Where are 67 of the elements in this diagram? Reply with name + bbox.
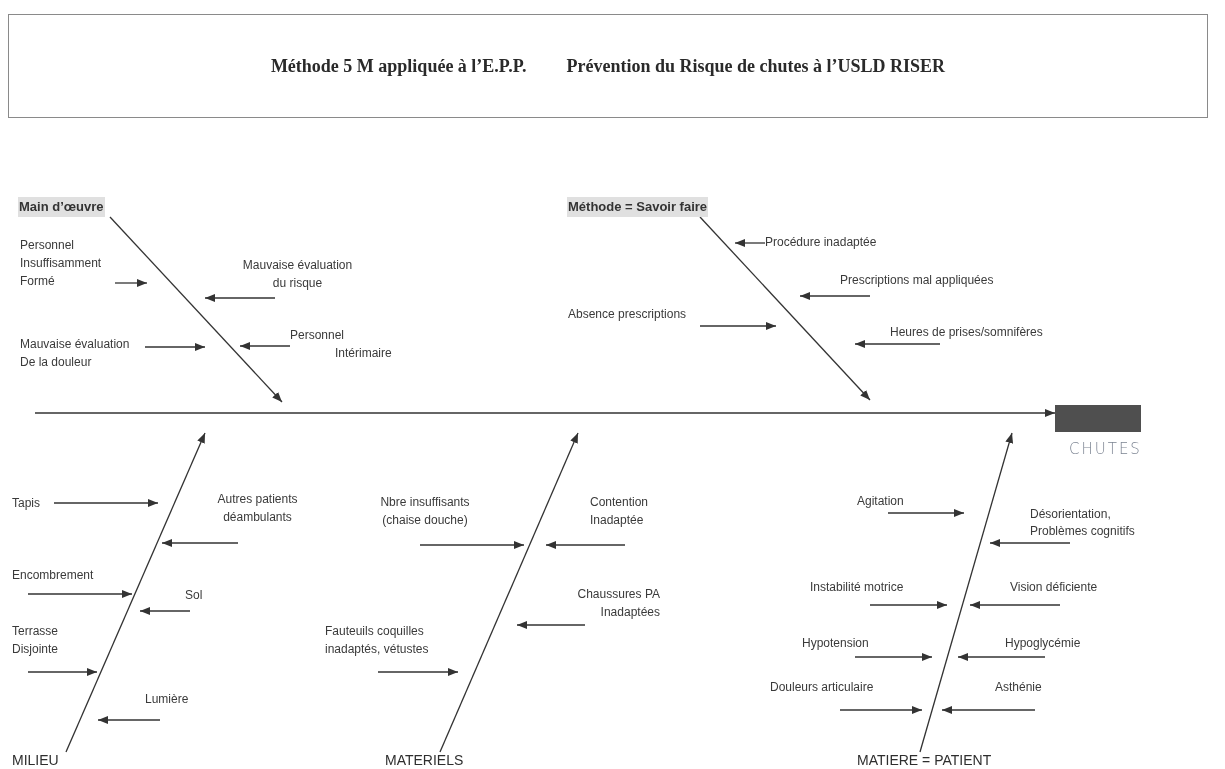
arrow [854,653,933,661]
arrow [989,539,1071,547]
cause-label: Prescriptions mal appliquées [840,272,995,289]
arrow [941,706,1036,714]
cause-label: Chaussures PA Inadaptées [576,586,660,621]
category-label: MATERIELS [385,752,465,768]
cause-label: Nbre insuffisants (chaise douche) [379,494,471,529]
title-text: Prévention du Risque de chutes à l’USLD RISER [566,55,946,77]
arrow [139,607,191,615]
arrow [516,621,586,629]
arrow [699,216,871,401]
cause-label: Terrasse Disjointe [12,623,60,658]
cause-label: Hypoglycémie [1005,635,1082,652]
arrow [65,432,206,753]
arrow [799,292,871,300]
arrow [109,216,283,403]
arrow [161,539,239,547]
cause-label: Vision déficiente [1010,579,1099,596]
arrow [114,279,148,287]
category-label: Main d’œuvre [18,197,105,217]
arrow [699,322,777,330]
cause-label: Lumière [145,691,190,708]
arrow [419,541,525,549]
arrow [969,601,1061,609]
arrow [97,716,161,724]
arrow [204,294,276,302]
cause-label: Tapis [12,495,41,512]
cause-label: Asthénie [995,679,1043,696]
arrow [377,668,459,676]
cause-label: Douleurs articulaire [770,679,875,696]
arrow [439,432,579,753]
cause-label: Contention Inadaptée [590,494,650,529]
cause-label: Absence prescriptions [568,306,688,323]
title-text: Méthode 5 M appliquée à l’E.P.P. [270,55,527,77]
arrow [239,342,291,350]
cause-label: Désorientation, Problèmes cognitifs [1030,506,1136,540]
arrow [545,541,626,549]
cause-label: Mauvaise évaluation De la douleur [20,336,131,371]
effect-label: CHUTES [1068,440,1143,458]
arrow [34,409,1056,417]
cause-label: Agitation [857,493,905,510]
arrow [854,340,941,348]
arrow [839,706,923,714]
arrow [919,432,1014,753]
arrow [869,601,948,609]
cause-label: Heures de prises/somnifères [890,324,1044,341]
cause-label: Mauvaise évaluation du risque [241,257,354,292]
arrow [27,590,133,598]
cause-label: Hypotension [802,635,870,652]
cause-label: Procédure inadaptée [765,234,878,251]
arrow [887,509,965,517]
category-label: Méthode = Savoir faire [567,197,709,217]
category-label: MILIEU [12,752,60,768]
cause-label: Personnel Intérimaire [290,327,393,362]
arrow [27,668,98,676]
arrow [144,343,206,351]
arrow [734,239,766,247]
cause-label: Personnel Insuffisamment Formé [20,237,103,290]
cause-label: Fauteuils coquilles inadaptés, vétustes [325,623,430,658]
cause-label: Sol [185,587,204,604]
title-box [8,14,1208,118]
arrow [957,653,1046,661]
cause-label: Encombrement [12,567,95,584]
arrow [53,499,159,507]
cause-label: Autres patients déambulants [216,491,299,526]
category-label: MATIERE = PATIENT [857,752,993,768]
cause-label: Instabilité motrice [810,579,905,596]
